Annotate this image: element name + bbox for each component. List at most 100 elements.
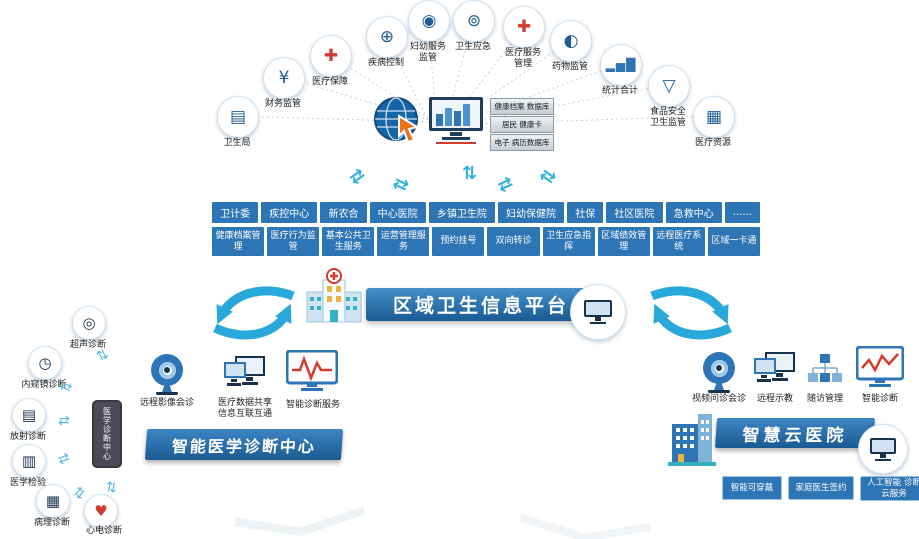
satellite-label: 放射诊断 — [9, 432, 46, 442]
arc-label: 医疗资源 — [694, 138, 731, 148]
database-box: 居民 健康卡 — [490, 116, 554, 133]
health-bureau-icon: ▤ — [217, 96, 259, 138]
circled-cross-icon: ⊕ — [379, 27, 395, 47]
org-button-more[interactable]: ...... — [724, 202, 760, 223]
cursor-icon — [398, 114, 420, 144]
diagnosis-hub-device: 医学诊断中心 — [92, 400, 122, 468]
service-label: 智能诊断服务 — [285, 400, 340, 410]
health-emergency-icon: ⊚ — [453, 0, 495, 42]
swap-arrow-icon: ⇄ — [102, 479, 121, 495]
platform-title-banner: 区域卫生信息平台 — [366, 288, 596, 321]
cloud-hospital-banner: 智慧云医院 — [714, 418, 876, 448]
swap-arrow-icon: ⇄ — [69, 483, 90, 503]
satellite-label: 医学检验 — [9, 478, 46, 488]
satellite-label: 心电诊断 — [85, 526, 122, 536]
device-label: 医学诊断中心 — [102, 407, 112, 461]
target-icon: ◉ — [421, 11, 437, 31]
drug-supervision-icon: ◐ — [550, 20, 592, 62]
service-button[interactable]: 基本公共卫生服务 — [322, 227, 375, 256]
org-button[interactable]: 妇幼保健院 — [497, 202, 565, 223]
database-box: 健康档案 数据库 — [490, 98, 554, 115]
platform-button-rows: 卫计委 疾控中心 新农合 中心医院 乡镇卫生院 妇幼保健院 社保 社区医院 急救… — [212, 202, 760, 260]
books-icon: ▤ — [229, 107, 247, 127]
arc-label: 疾病控制 — [367, 58, 404, 68]
arc-label: 医疗保障 — [311, 77, 348, 87]
yen-icon: ¥ — [278, 68, 290, 88]
org-button[interactable]: 乡镇卫生院 — [428, 202, 495, 223]
org-button[interactable]: 社区医院 — [606, 202, 663, 223]
smart-diagnosis-ecg-icon — [286, 350, 338, 391]
bar-chart-icon: ▂▅█ — [605, 58, 637, 72]
probe-icon: ◎ — [82, 314, 96, 332]
diagnosis-center-banner: 智能医学诊断中心 — [144, 429, 344, 460]
scope-icon: ◷ — [38, 354, 52, 372]
tag-button[interactable]: 智能可穿戴 — [722, 476, 782, 500]
heart-icon: ♥ — [94, 502, 108, 520]
tag-button[interactable]: 家庭医生签约 — [788, 476, 854, 500]
arc-label: 食品安全卫生监管 — [649, 107, 686, 128]
service-button[interactable]: 双向转诊 — [487, 227, 540, 256]
finance-supervision-icon: ¥ — [263, 57, 305, 99]
arc-label: 卫生应急 — [454, 42, 491, 52]
platform-monitor-badge — [570, 284, 626, 340]
monitor-icon — [584, 299, 612, 324]
swap-arrow-icon: ⇄ — [55, 449, 73, 469]
service-label: 远程示教 — [756, 394, 793, 404]
service-button[interactable]: 预约挂号 — [432, 227, 485, 256]
arc-label: 统计合计 — [601, 86, 638, 96]
pathology-icon: ▦ — [36, 484, 70, 518]
film-icon: ▤ — [21, 406, 37, 424]
service-button[interactable]: 区域一卡通 — [707, 227, 760, 256]
ultrasound-icon: ◎ — [72, 306, 106, 340]
lab-test-icon: ▥ — [12, 444, 46, 478]
statistics-icon: ▂▅█ — [600, 44, 642, 86]
arc-label: 药物监管 — [551, 62, 588, 72]
food-safety-icon: ▽ — [648, 65, 690, 107]
satellite-label: 内窥镜诊断 — [21, 380, 67, 390]
slide-icon: ▥ — [21, 452, 37, 470]
cycle-arrows-left-icon — [213, 286, 295, 340]
smart-diagnosis-chart-icon — [856, 346, 904, 387]
service-label: 远程影像会诊 — [139, 398, 194, 408]
service-button[interactable]: 卫生应急指挥 — [542, 227, 595, 256]
org-button[interactable]: 社保 — [567, 202, 604, 223]
dashboard-monitor-icon — [429, 97, 483, 144]
ecg-diagnosis-icon: ♥ — [84, 494, 118, 528]
tag-button[interactable]: 人工智能 诊断云服务 — [860, 476, 919, 502]
org-button[interactable]: 中心医院 — [369, 202, 426, 223]
monitor-icon — [870, 437, 896, 461]
book-icon: ▦ — [705, 107, 723, 127]
decorative-chevron — [519, 513, 650, 539]
service-button[interactable]: 运营管理服务 — [377, 227, 430, 256]
data-sharing-computers-icon — [224, 356, 265, 386]
satellite-label: 超声诊断 — [69, 340, 106, 350]
org-button[interactable]: 新农合 — [320, 202, 367, 223]
medical-insurance-icon: ✚ — [310, 35, 352, 77]
service-button[interactable]: 医疗行为监管 — [267, 227, 320, 256]
video-consult-webcam-icon — [700, 352, 738, 393]
service-button[interactable]: 健康档案管理 — [212, 227, 265, 256]
cycle-arrows-right-icon — [650, 286, 732, 340]
follow-up-orgchart-icon — [808, 354, 842, 382]
decorative-chevron — [234, 506, 366, 539]
database-box: 电子 病历数据库 — [490, 134, 554, 151]
endoscope-icon: ◷ — [28, 346, 62, 380]
org-button[interactable]: 疾控中心 — [261, 202, 318, 223]
service-label: 视频问诊会诊 — [691, 394, 746, 404]
flow-arrow-icon: ⇅ — [462, 163, 478, 184]
org-button[interactable]: 急救中心 — [665, 202, 722, 223]
specimen-icon: ▦ — [45, 492, 61, 510]
arc-label: 妇幼服务监管 — [409, 42, 446, 63]
arc-label: 卫生局 — [223, 138, 251, 148]
glass-icon: ▽ — [662, 76, 676, 96]
org-button[interactable]: 卫计委 — [212, 202, 259, 223]
medical-resource-icon: ▦ — [693, 96, 735, 138]
arc-label: 医疗服务管理 — [504, 48, 541, 69]
satellite-label: 病理诊断 — [33, 518, 70, 528]
cloud-hospital-building-icon — [668, 414, 716, 466]
medical-service-mgmt-icon: ✚ — [503, 6, 545, 48]
first-aid-cross-icon: ✚ — [323, 46, 339, 66]
service-button[interactable]: 远程医疗系统 — [652, 227, 705, 256]
service-button[interactable]: 区域绩效管理 — [597, 227, 650, 256]
